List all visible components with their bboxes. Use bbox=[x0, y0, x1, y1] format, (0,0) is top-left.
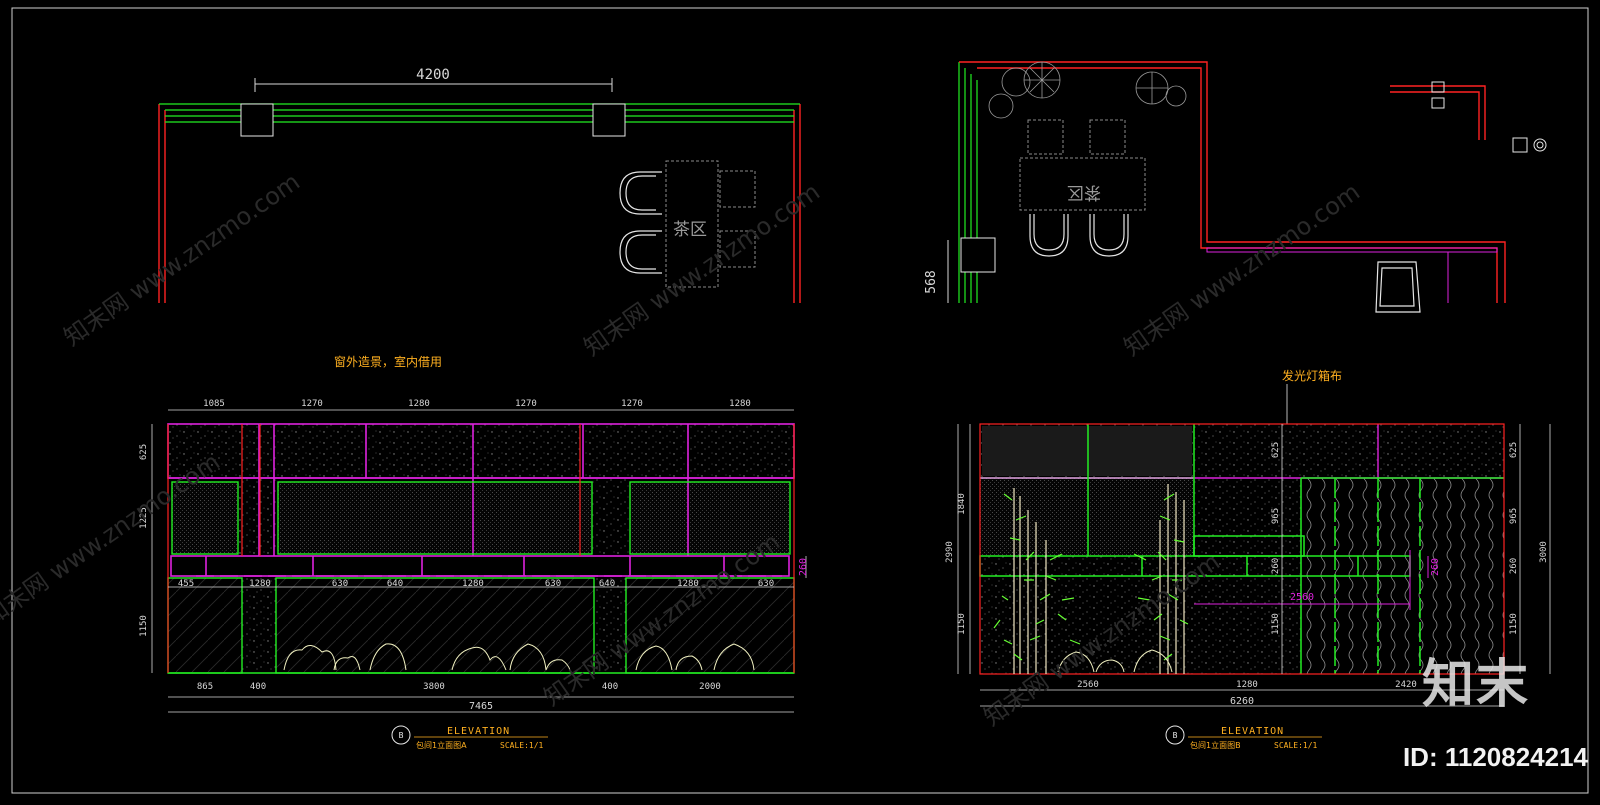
elev-b-scale: SCALE:1/1 bbox=[1274, 741, 1318, 750]
elev-a-subtitle: 包间1立面图A bbox=[416, 740, 467, 750]
dimension-label: 1280 bbox=[729, 399, 751, 409]
dimension-label: 455 bbox=[178, 579, 194, 589]
column-left bbox=[240, 103, 274, 137]
plan-b-side-dim: 568 bbox=[924, 270, 939, 293]
dimension-label: 630 bbox=[758, 579, 774, 589]
drawing-border bbox=[11, 7, 1589, 794]
dimension-label: 1840 bbox=[957, 493, 967, 515]
dimension-label: 2990 bbox=[945, 541, 955, 563]
dimension-label: 400 bbox=[250, 682, 266, 692]
tea-table-set-a bbox=[665, 160, 756, 288]
column-right bbox=[592, 103, 626, 137]
elev-a-right-dim: 260 bbox=[798, 558, 809, 576]
elev-b-title: ELEVATION bbox=[1221, 726, 1284, 737]
chairs-a bbox=[619, 171, 662, 274]
dimension-label: 1150 bbox=[957, 613, 967, 635]
rocks-a bbox=[283, 643, 755, 671]
elev-a-title: ELEVATION bbox=[447, 726, 510, 737]
chairs-b bbox=[1029, 214, 1421, 313]
dimension-label: 1280 bbox=[249, 579, 271, 589]
elev-b-marker: B bbox=[1173, 731, 1178, 740]
dimension-label: 1280 bbox=[677, 579, 699, 589]
dimension-label: 1150 bbox=[1271, 613, 1281, 635]
dimension-label: 630 bbox=[545, 579, 561, 589]
plant-symbols bbox=[988, 61, 1187, 119]
dimension-label: 625 bbox=[1271, 442, 1281, 458]
elev-a-total-dim: 7465 bbox=[469, 701, 493, 712]
elevation-a: 窗外造景，室内借用 bbox=[139, 354, 809, 750]
dimension-label: 2560 bbox=[1077, 680, 1099, 690]
dimension-label: 400 bbox=[602, 682, 618, 692]
column-b bbox=[960, 237, 996, 273]
elev-a-note: 窗外造景，室内借用 bbox=[334, 354, 442, 369]
elev-b-inner-260: 260 bbox=[1430, 558, 1441, 576]
plan-a: 4200 茶区 bbox=[158, 67, 801, 303]
plan-a-zone-label: 茶区 bbox=[673, 220, 707, 240]
dimension-label: 965 bbox=[1271, 508, 1281, 524]
dimension-label: 625 bbox=[139, 444, 149, 460]
dimension-label: 625 bbox=[1509, 442, 1519, 458]
elevation-b: 发光灯箱布 bbox=[945, 368, 1551, 750]
dimension-label: 3800 bbox=[423, 682, 445, 692]
dimension-label: 640 bbox=[599, 579, 615, 589]
dimension-label: 630 bbox=[332, 579, 348, 589]
dimension-label: 1150 bbox=[139, 615, 149, 637]
elev-a-scale: SCALE:1/1 bbox=[500, 741, 544, 750]
dimension-label: 1270 bbox=[301, 399, 323, 409]
dimension-label: 2420 bbox=[1395, 680, 1417, 690]
dimension-label: 965 bbox=[1509, 508, 1519, 524]
dimension-label: 865 bbox=[197, 682, 213, 692]
plan-a-width-dim: 4200 bbox=[416, 67, 450, 83]
brand-logo: 知末 bbox=[1421, 655, 1530, 715]
bamboo-plants bbox=[993, 484, 1189, 674]
rocks-b bbox=[1057, 649, 1173, 673]
dimension-label: 260 bbox=[1509, 558, 1519, 574]
dimension-label: 260 bbox=[1271, 558, 1281, 574]
dimension-label: 1270 bbox=[515, 399, 537, 409]
plan-b: 茶区 568 bbox=[924, 61, 1547, 313]
dimension-label: 1270 bbox=[621, 399, 643, 409]
elev-a-marker: B bbox=[399, 731, 404, 740]
elev-b-total-dim: 6260 bbox=[1230, 696, 1254, 707]
plan-b-zone-label: 茶区 bbox=[1067, 182, 1101, 202]
dimension-label: 1280 bbox=[1236, 680, 1258, 690]
dimension-label: 1085 bbox=[203, 399, 225, 409]
asset-id: ID: 1120824214 bbox=[1402, 742, 1588, 772]
dimension-label: 1280 bbox=[462, 579, 484, 589]
dimension-label: 2000 bbox=[699, 682, 721, 692]
elev-b-note: 发光灯箱布 bbox=[1282, 368, 1342, 383]
dimension-label: 1280 bbox=[408, 399, 430, 409]
elev-b-subtitle: 包间1立面图B bbox=[1190, 740, 1241, 750]
dimension-label: 1225 bbox=[139, 507, 149, 529]
dimension-label: 1150 bbox=[1509, 613, 1519, 635]
dimension-label: 3000 bbox=[1539, 541, 1549, 563]
elev-b-inner-2560: 2560 bbox=[1290, 592, 1314, 603]
dimension-label: 640 bbox=[387, 579, 403, 589]
